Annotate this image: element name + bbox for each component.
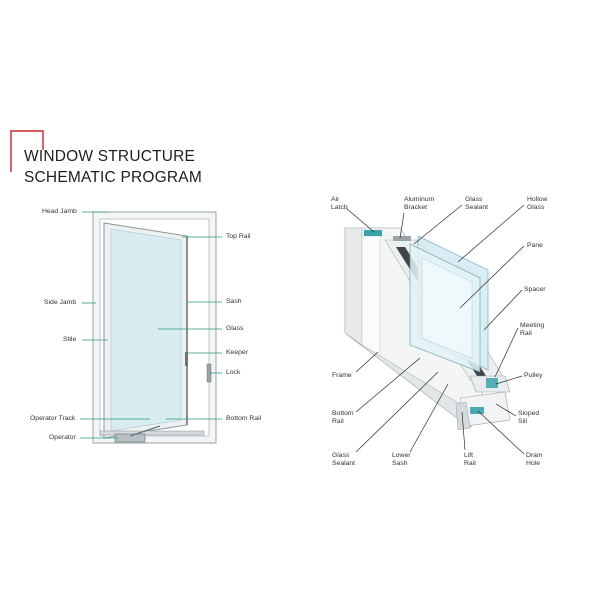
operator-arm [129,425,161,437]
title-accent-bracket [10,130,44,172]
leader-air-latch [345,207,375,233]
leader-aluminum-bracket [399,212,405,239]
label-bottom-rail: Bottom Rail [226,415,262,422]
operator-track [99,430,205,436]
leader-lower-sash [409,383,449,453]
label-top-rail: Top Rail [226,233,251,240]
leader-sloped-sill [495,403,517,417]
air-latch [364,230,382,236]
label-head-jamb: Head Jamb [42,208,77,215]
label-pane: Pane [527,242,543,249]
leader-pane [459,245,525,309]
leader-lift-rail [461,411,466,451]
leader-meeting-rail [494,327,519,378]
keeper [185,352,188,366]
operator [114,433,146,443]
page-title-line1: WINDOW STRUCTURE [24,148,196,165]
label-operator: Operator [49,434,76,441]
label-glass: Glass [226,325,244,332]
glass-pane [110,228,182,432]
leader-glass-sealant-top [413,204,463,245]
leader-pulley [495,375,523,385]
label-side-jamb: Side Jamb [44,299,77,306]
casement-window [92,211,217,444]
left-leader-lines [80,211,222,439]
leader-spacer [483,289,523,331]
leader-frame [355,351,379,373]
leader-hollow-glass [457,204,525,263]
label-operator-track: Operator Track [30,415,76,422]
pulley [486,378,498,388]
label-stile: Stile [63,336,77,343]
leader-bottom-rail [355,357,421,413]
label-keeper: Keeper [226,349,248,356]
leader-glass-sealant-bottom [355,371,439,453]
double-hung-cutaway [344,227,511,431]
label-sash: Sash [226,298,242,305]
frame-inner-step [361,235,381,358]
label-lock: Lock [226,369,241,376]
lift-rail-profile [455,401,471,431]
aluminum-bracket [393,236,411,241]
label-pulley: Pulley [524,372,543,379]
frame-face [344,227,363,346]
glass-inner [421,257,473,359]
page-title-line2: SCHEMATIC PROGRAM [24,169,202,186]
label-spacer: Spacer [524,286,546,293]
drain-hole [470,407,484,414]
right-leader-lines [345,204,525,455]
label-frame: Frame [332,372,352,379]
leader-drain-hole [477,410,525,455]
